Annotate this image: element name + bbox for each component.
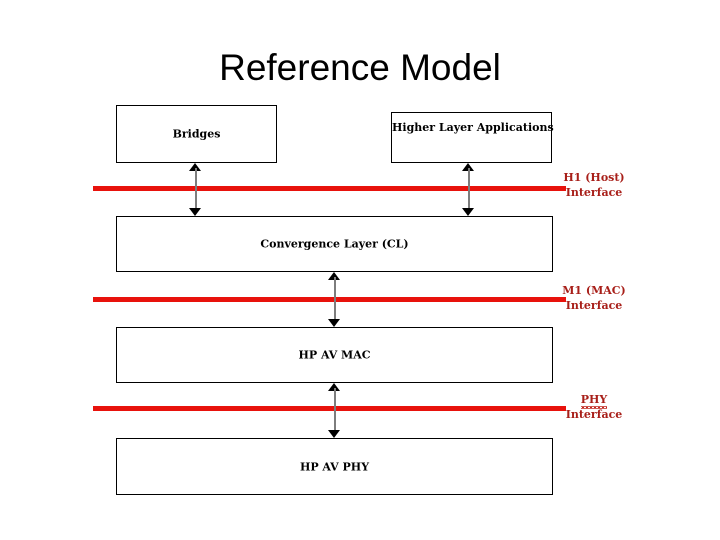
- box-higher-layer-applications-label: Higher Layer Applications: [392, 121, 554, 134]
- arrow-shaft: [195, 168, 197, 211]
- arrow-head-down-icon: [328, 319, 340, 327]
- connector-bridges-to-cl: [189, 163, 202, 216]
- interface-label-m1-line1: M1 (MAC): [562, 284, 626, 297]
- arrow-head-up-icon: [328, 272, 340, 280]
- arrow-head-down-icon: [328, 430, 340, 438]
- interface-label-h1: H1 (Host) Interface: [556, 170, 632, 200]
- box-bridges[interactable]: Bridges: [116, 105, 277, 163]
- box-higher-layer-applications[interactable]: Higher Layer Applications: [391, 112, 554, 163]
- box-hpav-phy[interactable]: HP AV PHY: [116, 438, 553, 495]
- interface-label-h1-line1: H1 (Host): [563, 171, 625, 184]
- box-hpav-phy-label: HP AV PHY: [299, 460, 370, 473]
- interface-label-h1-line2: Interface: [565, 186, 623, 199]
- connector-higher-layer-to-cl: [462, 163, 475, 216]
- interface-label-m1: M1 (MAC) Interface: [556, 283, 632, 313]
- arrow-head-up-icon: [462, 163, 474, 171]
- interface-line-m1: [93, 297, 566, 302]
- connector-cl-to-mac: [328, 272, 341, 327]
- arrow-head-down-icon: [189, 208, 201, 216]
- box-bridges-label: Bridges: [172, 127, 221, 141]
- box-convergence-layer-label: Convergence Layer (CL): [260, 237, 409, 251]
- interface-label-phy-line1: PHY: [556, 392, 632, 409]
- interface-line-phy: [93, 406, 566, 411]
- arrow-shaft: [468, 168, 470, 211]
- page-title: Reference Model: [219, 47, 501, 88]
- interface-label-m1-line2: Interface: [565, 299, 623, 312]
- arrow-shaft: [334, 388, 336, 433]
- interface-label-phy: PHY Interface: [556, 392, 632, 422]
- box-hpav-mac[interactable]: HP AV MAC: [116, 327, 553, 383]
- arrow-head-down-icon: [462, 208, 474, 216]
- arrow-head-up-icon: [189, 163, 201, 171]
- spellcheck-underline-phy: PHY: [580, 393, 608, 409]
- box-convergence-layer[interactable]: Convergence Layer (CL): [116, 216, 553, 272]
- interface-line-h1: [93, 186, 566, 191]
- connector-mac-to-phy: [328, 383, 341, 438]
- box-hpav-mac-label: HP AV MAC: [298, 348, 371, 362]
- arrow-head-up-icon: [328, 383, 340, 391]
- arrow-shaft: [334, 277, 336, 322]
- interface-label-phy-line2: Interface: [565, 408, 623, 421]
